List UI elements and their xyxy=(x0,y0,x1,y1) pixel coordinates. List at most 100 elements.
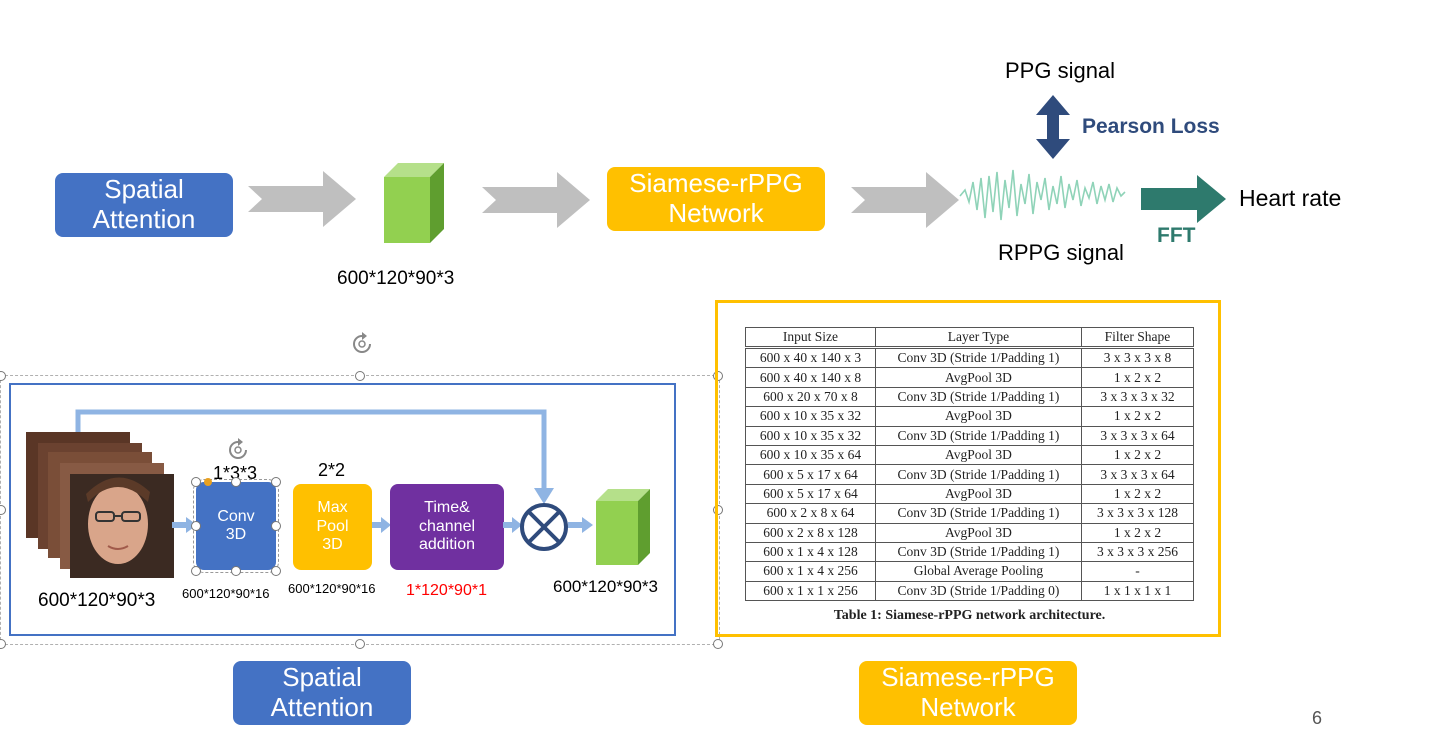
gray-arrow-1 xyxy=(248,171,356,227)
skip-connection-arrow xyxy=(75,409,554,504)
pool-kernel-label: 2*2 xyxy=(318,460,346,480)
resize-handle[interactable] xyxy=(713,639,723,649)
conv-kernel-label: 1*3*3 xyxy=(213,463,258,483)
table-cell: 1 x 2 x 2 xyxy=(1080,522,1195,543)
resize-handle[interactable] xyxy=(191,566,201,576)
table-cell: 600 x 20 x 70 x 8 xyxy=(745,386,876,408)
table-cell: 600 x 10 x 35 x 64 xyxy=(745,444,876,466)
spatial-attention-caption-box: Spatial Attention xyxy=(233,661,411,725)
table-cell: 600 x 10 x 35 x 32 xyxy=(745,425,876,446)
table-cell: 1 x 2 x 2 xyxy=(1080,483,1195,505)
table-cell: AvgPool 3D xyxy=(874,522,1082,543)
table-cell: 600 x 10 x 35 x 32 xyxy=(745,406,876,427)
blue-arrow-4 xyxy=(568,517,593,533)
fft-label: FFT xyxy=(1157,224,1196,247)
rppg-signal-waveform xyxy=(959,169,1126,221)
conv3d-box[interactable]: Conv 3D xyxy=(193,479,279,573)
blue-arrow-3 xyxy=(503,517,522,533)
network-architecture-table: Input Size Layer Type Filter Shape 600 x… xyxy=(745,327,1195,602)
table-caption: Table 1: Siamese-rPPG network architectu… xyxy=(833,608,1106,623)
resize-handle[interactable] xyxy=(231,477,241,487)
table-cell: 3 x 3 x 3 x 64 xyxy=(1080,425,1195,446)
table-cell: - xyxy=(1080,561,1195,582)
resize-handle[interactable] xyxy=(191,477,201,487)
table-cell: 600 x 5 x 17 x 64 xyxy=(745,483,876,505)
resize-handle[interactable] xyxy=(271,521,281,531)
resize-handle[interactable] xyxy=(0,639,6,649)
rotate-handle-icon[interactable] xyxy=(350,332,374,356)
resize-handle[interactable] xyxy=(191,521,201,531)
spatial-attention-box: Spatial Attention xyxy=(55,173,233,237)
table-cell: 600 x 40 x 140 x 8 xyxy=(745,367,876,388)
table-cell: 1 x 1 x 1 x 1 xyxy=(1080,580,1195,602)
addition-output-label: 1*120*90*1 xyxy=(406,582,487,599)
table-cell: 1 x 2 x 2 xyxy=(1080,406,1195,427)
attention-output-cube xyxy=(596,489,650,565)
table-cell: Conv 3D (Stride 1/Padding 1) xyxy=(874,503,1082,524)
table-cell: 3 x 3 x 3 x 8 xyxy=(1080,346,1195,369)
tensor-size-label: 600*120*90*3 xyxy=(337,268,455,289)
page-number: 6 xyxy=(1312,708,1323,728)
adjust-handle[interactable] xyxy=(204,478,212,486)
table-cell: Conv 3D (Stride 1/Padding 1) xyxy=(874,541,1082,563)
pool-output-label: 600*120*90*16 xyxy=(288,581,376,596)
resize-handle[interactable] xyxy=(355,639,365,649)
table-cell: Conv 3D (Stride 1/Padding 1) xyxy=(874,425,1082,446)
table-cell: 1 x 2 x 2 xyxy=(1080,367,1195,388)
resize-handle[interactable] xyxy=(0,505,6,515)
gray-arrow-2 xyxy=(482,172,590,228)
resize-handle[interactable] xyxy=(231,566,241,576)
resize-handle[interactable] xyxy=(271,566,281,576)
network-table-frame xyxy=(715,300,1221,637)
table-cell: 600 x 1 x 1 x 256 xyxy=(745,580,876,602)
double-arrow-icon xyxy=(1036,95,1070,159)
input-size-label: 600*120*90*3 xyxy=(38,590,156,611)
table-cell: AvgPool 3D xyxy=(874,444,1082,466)
attention-module-frame xyxy=(9,383,676,636)
ppg-signal-label: PPG signal xyxy=(1005,58,1116,83)
resize-handle[interactable] xyxy=(713,505,723,515)
conv-output-label: 600*120*90*16 xyxy=(182,586,270,601)
rotate-handle-icon[interactable] xyxy=(226,438,250,462)
table-cell: 600 x 40 x 140 x 3 xyxy=(745,346,876,369)
resize-handle[interactable] xyxy=(713,371,723,381)
table-cell: 600 x 1 x 4 x 128 xyxy=(745,541,876,563)
table-cell: 3 x 3 x 3 x 64 xyxy=(1080,464,1195,485)
gray-arrow-3 xyxy=(851,172,959,228)
table-cell: Conv 3D (Stride 1/Padding 1) xyxy=(874,464,1082,485)
resize-handle[interactable] xyxy=(0,371,6,381)
table-cell: 600 x 2 x 8 x 128 xyxy=(745,522,876,543)
resize-handle[interactable] xyxy=(355,371,365,381)
table-cell: 3 x 3 x 3 x 128 xyxy=(1080,503,1195,524)
table-cell: AvgPool 3D xyxy=(874,483,1082,505)
table-cell: AvgPool 3D xyxy=(874,406,1082,427)
fft-arrow xyxy=(1141,175,1226,223)
table-cell: 600 x 5 x 17 x 64 xyxy=(745,464,876,485)
pearson-loss-label: Pearson Loss xyxy=(1082,115,1220,138)
table-cell: 1 x 2 x 2 xyxy=(1080,444,1195,466)
resize-handle[interactable] xyxy=(271,477,281,487)
table-cell: 3 x 3 x 3 x 32 xyxy=(1080,386,1195,408)
multiply-icon xyxy=(520,503,568,551)
table-cell: Global Average Pooling xyxy=(874,561,1082,582)
table-cell: Conv 3D (Stride 1/Padding 1) xyxy=(874,386,1082,408)
blue-arrow-2 xyxy=(372,517,391,533)
input-face-frames xyxy=(26,432,174,578)
output-tensor-cube xyxy=(384,163,444,243)
attention-output-label: 600*120*90*3 xyxy=(553,577,658,596)
table-header: Layer Type xyxy=(874,327,1082,349)
maxpool3d-box: Max Pool 3D xyxy=(293,484,372,570)
heart-rate-label: Heart rate xyxy=(1239,185,1342,211)
